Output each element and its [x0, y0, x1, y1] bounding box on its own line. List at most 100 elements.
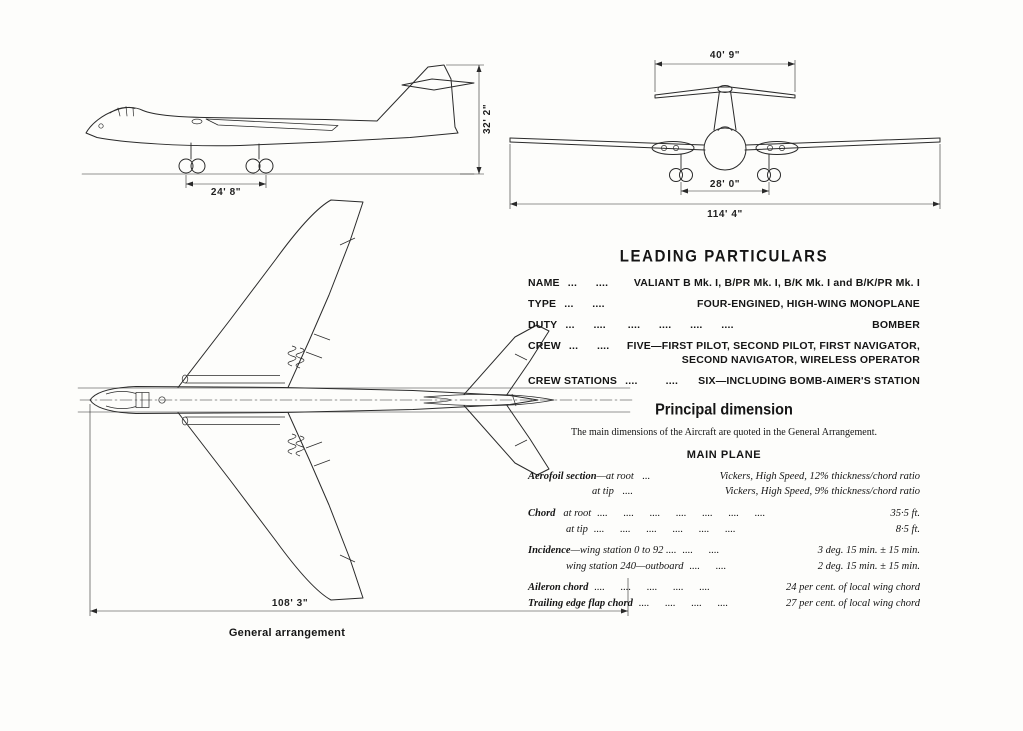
tailplane-lower [463, 405, 550, 476]
row-label: CREW STATIONS [528, 374, 618, 387]
leader-dots: ... .... [567, 277, 609, 289]
front-view-aircraft [509, 85, 941, 182]
drawing-caption: General arrangement [228, 627, 346, 639]
row-value: 3 deg. 15 min. ± 15 min. [817, 545, 920, 557]
rudder-line [511, 393, 517, 407]
span-dim-label: 114' 4" [707, 209, 743, 220]
canopy-line [125, 106, 128, 117]
leader-dots: ... .... .... .... .... .... [565, 319, 734, 332]
row-value: VALIANT B Mk. I, B/PR Mk. I, B/K Mk. I a… [633, 277, 920, 289]
row-term: Trailing edge flap chord [528, 597, 633, 609]
fin-edge [713, 90, 720, 131]
wing-upper [177, 199, 364, 388]
dimension-row-incidence-inboard: Incidence —wing station 0 to 92 .... ...… [528, 545, 920, 558]
engine-intake [191, 118, 203, 125]
flap-line [305, 351, 323, 359]
height-dimension [446, 64, 484, 175]
particulars-row-crew: CREW ... .... FIVE—FIRST PILOT, SECOND P… [528, 340, 920, 366]
elevator-line [514, 439, 528, 447]
dimension-row-flap-chord: Trailing edge flap chord .... .... .... … [528, 598, 920, 611]
plan-view-details [105, 237, 528, 563]
leader-dots: ... .... [564, 298, 605, 311]
length-dimension [89, 404, 629, 616]
canopy-front [717, 126, 733, 131]
row-label: CREW [528, 340, 561, 353]
tailplane-span-dimension [654, 60, 796, 92]
wheelbase-dim-label: 24' 8" [211, 187, 241, 198]
plan-view-aircraft [77, 199, 635, 601]
leader-dots: .... .... .... .... .... .... .... [597, 507, 766, 519]
leader-dots: .... .... [625, 374, 679, 387]
track-dimension-arrows [681, 188, 769, 194]
airbrake-coil [287, 433, 297, 455]
dimension-row-aileron-chord: Aileron chord .... .... .... .... .... 2… [528, 582, 920, 595]
engine-intake [673, 145, 679, 151]
length-dimension-arrows [90, 608, 628, 614]
length-dim-label: 108' 3" [272, 598, 308, 609]
row-label: —at root [596, 470, 634, 482]
cockpit-outline [105, 405, 137, 409]
fuselage-plan [89, 386, 539, 414]
wing-left [509, 137, 705, 146]
wing-lower [177, 412, 364, 601]
wheel [757, 168, 771, 182]
wheelbase-dimension [185, 175, 267, 188]
canopy-line [117, 107, 121, 117]
row-label: —wing station 0 to 92 .... [570, 545, 677, 557]
cockpit-outline [105, 391, 137, 395]
wheel [190, 158, 206, 174]
row-value: 35·5 ft. [890, 507, 920, 519]
row-value: 2 deg. 15 min. ± 15 min. [817, 560, 920, 572]
particulars-column: LEADING PARTICULARS NAME ... .... VALIAN… [528, 246, 920, 614]
airbrake-coil [287, 345, 297, 367]
row-term: Aerofoil section [528, 470, 597, 482]
leader-dots: ... .... [568, 340, 610, 353]
aileron-line [339, 237, 356, 246]
flap-line [313, 459, 331, 467]
elevator-line [514, 353, 528, 361]
particulars-row-crew-stations: CREW STATIONS .... .... SIX—INCLUDING BO… [528, 375, 920, 388]
track-dim-label: 28' 0" [710, 179, 740, 190]
wing-left [509, 141, 706, 151]
row-label: at tip [592, 486, 614, 498]
row-value: SIX—INCLUDING BOMB-AIMER'S STATION [698, 374, 920, 387]
track-dimension [680, 182, 770, 195]
fuselage-front [703, 127, 747, 171]
tail-bullet-fairing [717, 85, 733, 93]
row-label: at tip [566, 523, 588, 535]
wing-right [744, 141, 941, 151]
engine-intake [779, 145, 785, 151]
leader-dots: .... .... [689, 560, 727, 572]
height-dimension-arrows [476, 65, 482, 174]
leading-particulars-title: LEADING PARTICULARS [619, 246, 829, 267]
flap-line [305, 441, 323, 449]
flap-line [313, 333, 331, 341]
row-value: FOUR-ENGINED, HIGH-WING MONOPLANE [696, 298, 920, 311]
leader-dots: .... [619, 486, 634, 498]
canopy-line [132, 107, 134, 117]
dimension-row-incidence-outboard: wing station 240—outboard .... .... 2 de… [566, 561, 920, 574]
row-term: Incidence [528, 545, 571, 557]
wheel [767, 168, 781, 182]
wheel [669, 168, 683, 182]
leader-dots: .... .... .... .... [638, 597, 729, 609]
tailplane-upper [463, 324, 550, 395]
row-term: Aileron chord [528, 582, 589, 594]
tailplane-front [654, 86, 796, 99]
wheelbase-dimension-arrows [186, 181, 266, 187]
particulars-row-name: NAME ... .... VALIANT B Mk. I, B/PR Mk. … [528, 277, 920, 290]
wing-root-side [205, 118, 339, 131]
engine-intake [767, 145, 773, 151]
side-view-drawing: 32' 2" 24' 8" [81, 64, 493, 198]
cockpit-hatch [135, 392, 150, 408]
fin-plan [423, 393, 555, 407]
leader-dots: .... .... .... .... .... [594, 582, 710, 594]
astrodome [158, 396, 166, 404]
row-value: 8·5 ft. [895, 523, 920, 535]
airbrake-coil [295, 435, 305, 457]
row-value: FIVE—FIRST PILOT, SECOND PILOT, FIRST NA… [626, 340, 920, 366]
row-label: TYPE [528, 298, 557, 311]
nose-window [98, 123, 104, 129]
row-value: 27 per cent. of local wing chord [785, 597, 920, 609]
wheel [245, 158, 261, 174]
